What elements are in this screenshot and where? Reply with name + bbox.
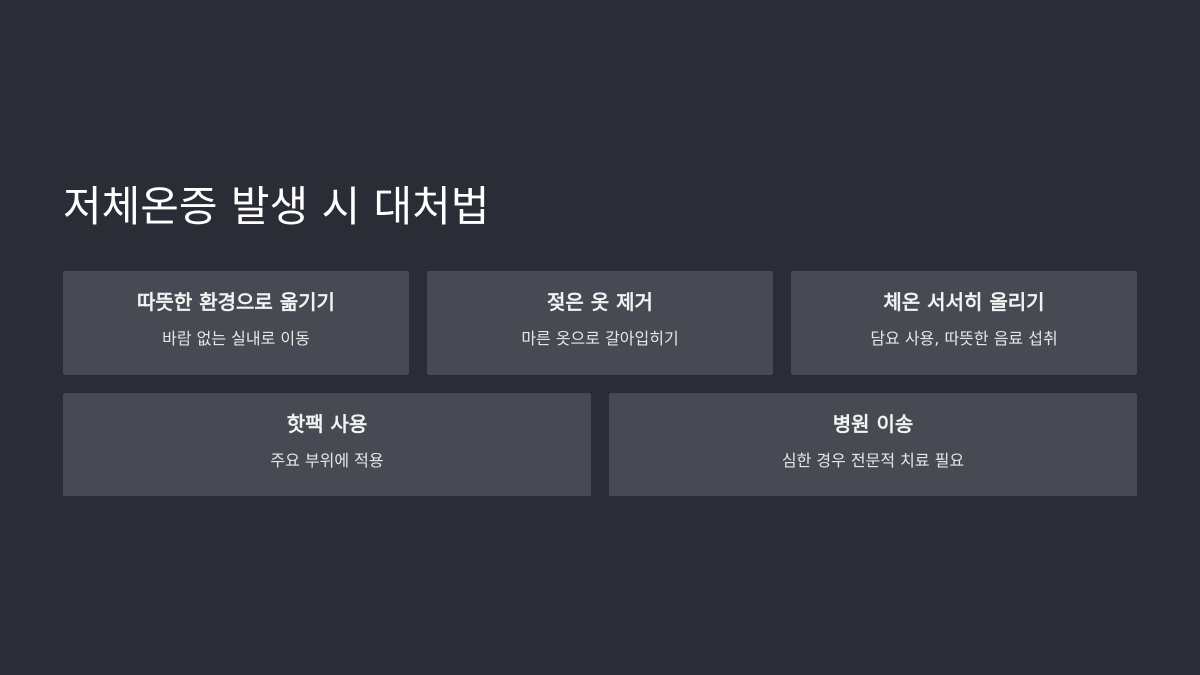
card-hospital-transfer: 병원 이송 심한 경우 전문적 치료 필요 (609, 393, 1137, 496)
card-title: 병원 이송 (832, 412, 914, 436)
card-row-1: 따뜻한 환경으로 옮기기 바람 없는 실내로 이동 젖은 옷 제거 마른 옷으로… (63, 271, 1137, 375)
card-description: 담요 사용, 따뜻한 음료 섭취 (870, 329, 1058, 348)
card-title: 체온 서서히 올리기 (883, 290, 1045, 314)
card-description: 마른 옷으로 갈아입히기 (521, 329, 679, 348)
card-move-to-warm-place: 따뜻한 환경으로 옮기기 바람 없는 실내로 이동 (63, 271, 409, 375)
slide: 저체온증 발생 시 대처법 따뜻한 환경으로 옮기기 바람 없는 실내로 이동 … (63, 178, 1137, 496)
card-use-heat-pack: 핫팩 사용 주요 부위에 적용 (63, 393, 591, 496)
card-raise-body-temperature: 체온 서서히 올리기 담요 사용, 따뜻한 음료 섭취 (791, 271, 1137, 375)
card-description: 바람 없는 실내로 이동 (162, 329, 310, 348)
card-remove-wet-clothes: 젖은 옷 제거 마른 옷으로 갈아입히기 (427, 271, 773, 375)
card-title: 핫팩 사용 (286, 412, 368, 436)
card-row-2: 핫팩 사용 주요 부위에 적용 병원 이송 심한 경우 전문적 치료 필요 (63, 393, 1137, 496)
card-grid: 따뜻한 환경으로 옮기기 바람 없는 실내로 이동 젖은 옷 제거 마른 옷으로… (63, 271, 1137, 496)
card-description: 심한 경우 전문적 치료 필요 (781, 451, 965, 470)
card-title: 젖은 옷 제거 (547, 290, 653, 314)
slide-title: 저체온증 발생 시 대처법 (63, 182, 490, 231)
card-description: 주요 부위에 적용 (270, 451, 384, 470)
card-title: 따뜻한 환경으로 옮기기 (137, 290, 335, 314)
